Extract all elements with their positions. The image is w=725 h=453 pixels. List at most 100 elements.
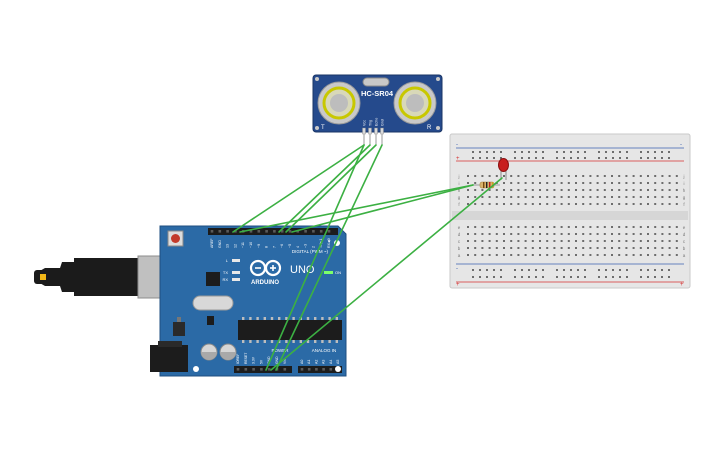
breadboard-hole[interactable] [675,189,678,191]
rail-hole[interactable] [612,276,614,278]
breadboard-hole[interactable] [625,182,628,184]
rail-hole[interactable] [668,151,670,153]
breadboard-hole[interactable] [546,203,549,205]
breadboard-hole[interactable] [582,196,585,198]
rail-hole[interactable] [626,151,628,153]
breadboard-hole[interactable] [517,226,520,228]
rail-hole[interactable] [500,157,502,159]
rail-hole[interactable] [654,157,656,159]
breadboard-hole[interactable] [467,254,469,256]
breadboard-hole[interactable] [639,247,642,249]
analog-pin-hole[interactable] [315,368,318,371]
breadboard-hole[interactable] [582,254,585,256]
breadboard-hole[interactable] [603,175,606,177]
breadboard-hole[interactable] [481,196,484,198]
rail-hole[interactable] [598,157,600,159]
breadboard-hole[interactable] [474,247,477,249]
rail-hole[interactable] [626,269,628,271]
breadboard-hole[interactable] [654,189,657,191]
breadboard-hole[interactable] [647,175,649,177]
breadboard-hole[interactable] [575,182,577,184]
breadboard-hole[interactable] [575,175,577,177]
breadboard-hole[interactable] [546,247,549,249]
rail-hole[interactable] [640,269,642,271]
breadboard-hole[interactable] [495,254,498,256]
breadboard-hole[interactable] [488,254,491,256]
rail-hole[interactable] [598,269,600,271]
breadboard-hole[interactable] [567,175,570,177]
breadboard-hole[interactable] [553,254,556,256]
breadboard-hole[interactable] [582,240,585,242]
breadboard-hole[interactable] [567,203,570,205]
breadboard-hole[interactable] [596,203,599,205]
breadboard-hole[interactable] [531,175,534,177]
breadboard-hole[interactable] [675,247,678,249]
rail-hole[interactable] [542,276,544,278]
breadboard-hole[interactable] [546,196,549,198]
rail-hole[interactable] [654,269,656,271]
rail-hole[interactable] [654,151,656,153]
rail-hole[interactable] [556,151,558,153]
breadboard-hole[interactable] [467,240,469,242]
breadboard-hole[interactable] [611,196,613,198]
breadboard-hole[interactable] [647,233,649,235]
rail-hole[interactable] [535,269,537,271]
rail-hole[interactable] [528,157,530,159]
rail-hole[interactable] [472,269,474,271]
breadboard-hole[interactable] [589,233,592,235]
breadboard-hole[interactable] [668,247,671,249]
breadboard-hole[interactable] [560,196,563,198]
breadboard-hole[interactable] [553,233,556,235]
breadboard-hole[interactable] [589,226,592,228]
rail-hole[interactable] [626,276,628,278]
breadboard-hole[interactable] [661,182,664,184]
rail-hole[interactable] [563,151,565,153]
breadboard-hole[interactable] [668,240,671,242]
rail-hole[interactable] [500,269,502,271]
breadboard-hole[interactable] [531,196,534,198]
breadboard-hole[interactable] [560,240,563,242]
breadboard-hole[interactable] [546,240,549,242]
power-pin-hole[interactable] [244,368,248,371]
breadboard-hole[interactable] [654,175,657,177]
breadboard-hole[interactable] [495,203,498,205]
breadboard-hole[interactable] [524,175,527,177]
rail-hole[interactable] [535,157,537,159]
breadboard-hole[interactable] [575,240,577,242]
breadboard-hole[interactable] [596,247,599,249]
rail-hole[interactable] [500,276,502,278]
breadboard-hole[interactable] [567,189,570,191]
breadboard-hole[interactable] [510,226,513,228]
breadboard-hole[interactable] [596,233,599,235]
breadboard-hole[interactable] [503,182,505,184]
rail-hole[interactable] [479,269,481,271]
breadboard-hole[interactable] [618,247,621,249]
rail-hole[interactable] [493,151,495,153]
breadboard-hole[interactable] [524,182,527,184]
breadboard-hole[interactable] [539,203,541,205]
breadboard-hole[interactable] [618,254,621,256]
breadboard-hole[interactable] [654,254,657,256]
rail-hole[interactable] [605,276,607,278]
rail-hole[interactable] [661,276,663,278]
breadboard-hole[interactable] [503,240,505,242]
wire-echo[interactable] [285,144,377,233]
breadboard-hole[interactable] [524,233,527,235]
breadboard-hole[interactable] [661,254,664,256]
breadboard-hole[interactable] [553,203,556,205]
breadboard-hole[interactable] [510,247,513,249]
breadboard-hole[interactable] [575,254,577,256]
breadboard-hole[interactable] [625,233,628,235]
analog-pin-hole[interactable] [300,368,304,371]
digital-pin-hole[interactable] [249,230,253,233]
rail-hole[interactable] [612,269,614,271]
breadboard-hole[interactable] [639,226,642,228]
breadboard-hole[interactable] [661,233,664,235]
breadboard-hole[interactable] [495,240,498,242]
digital-pin-hole[interactable] [304,230,307,233]
breadboard-hole[interactable] [553,175,556,177]
breadboard-hole[interactable] [618,203,621,205]
breadboard-hole[interactable] [553,240,556,242]
breadboard-hole[interactable] [531,247,534,249]
